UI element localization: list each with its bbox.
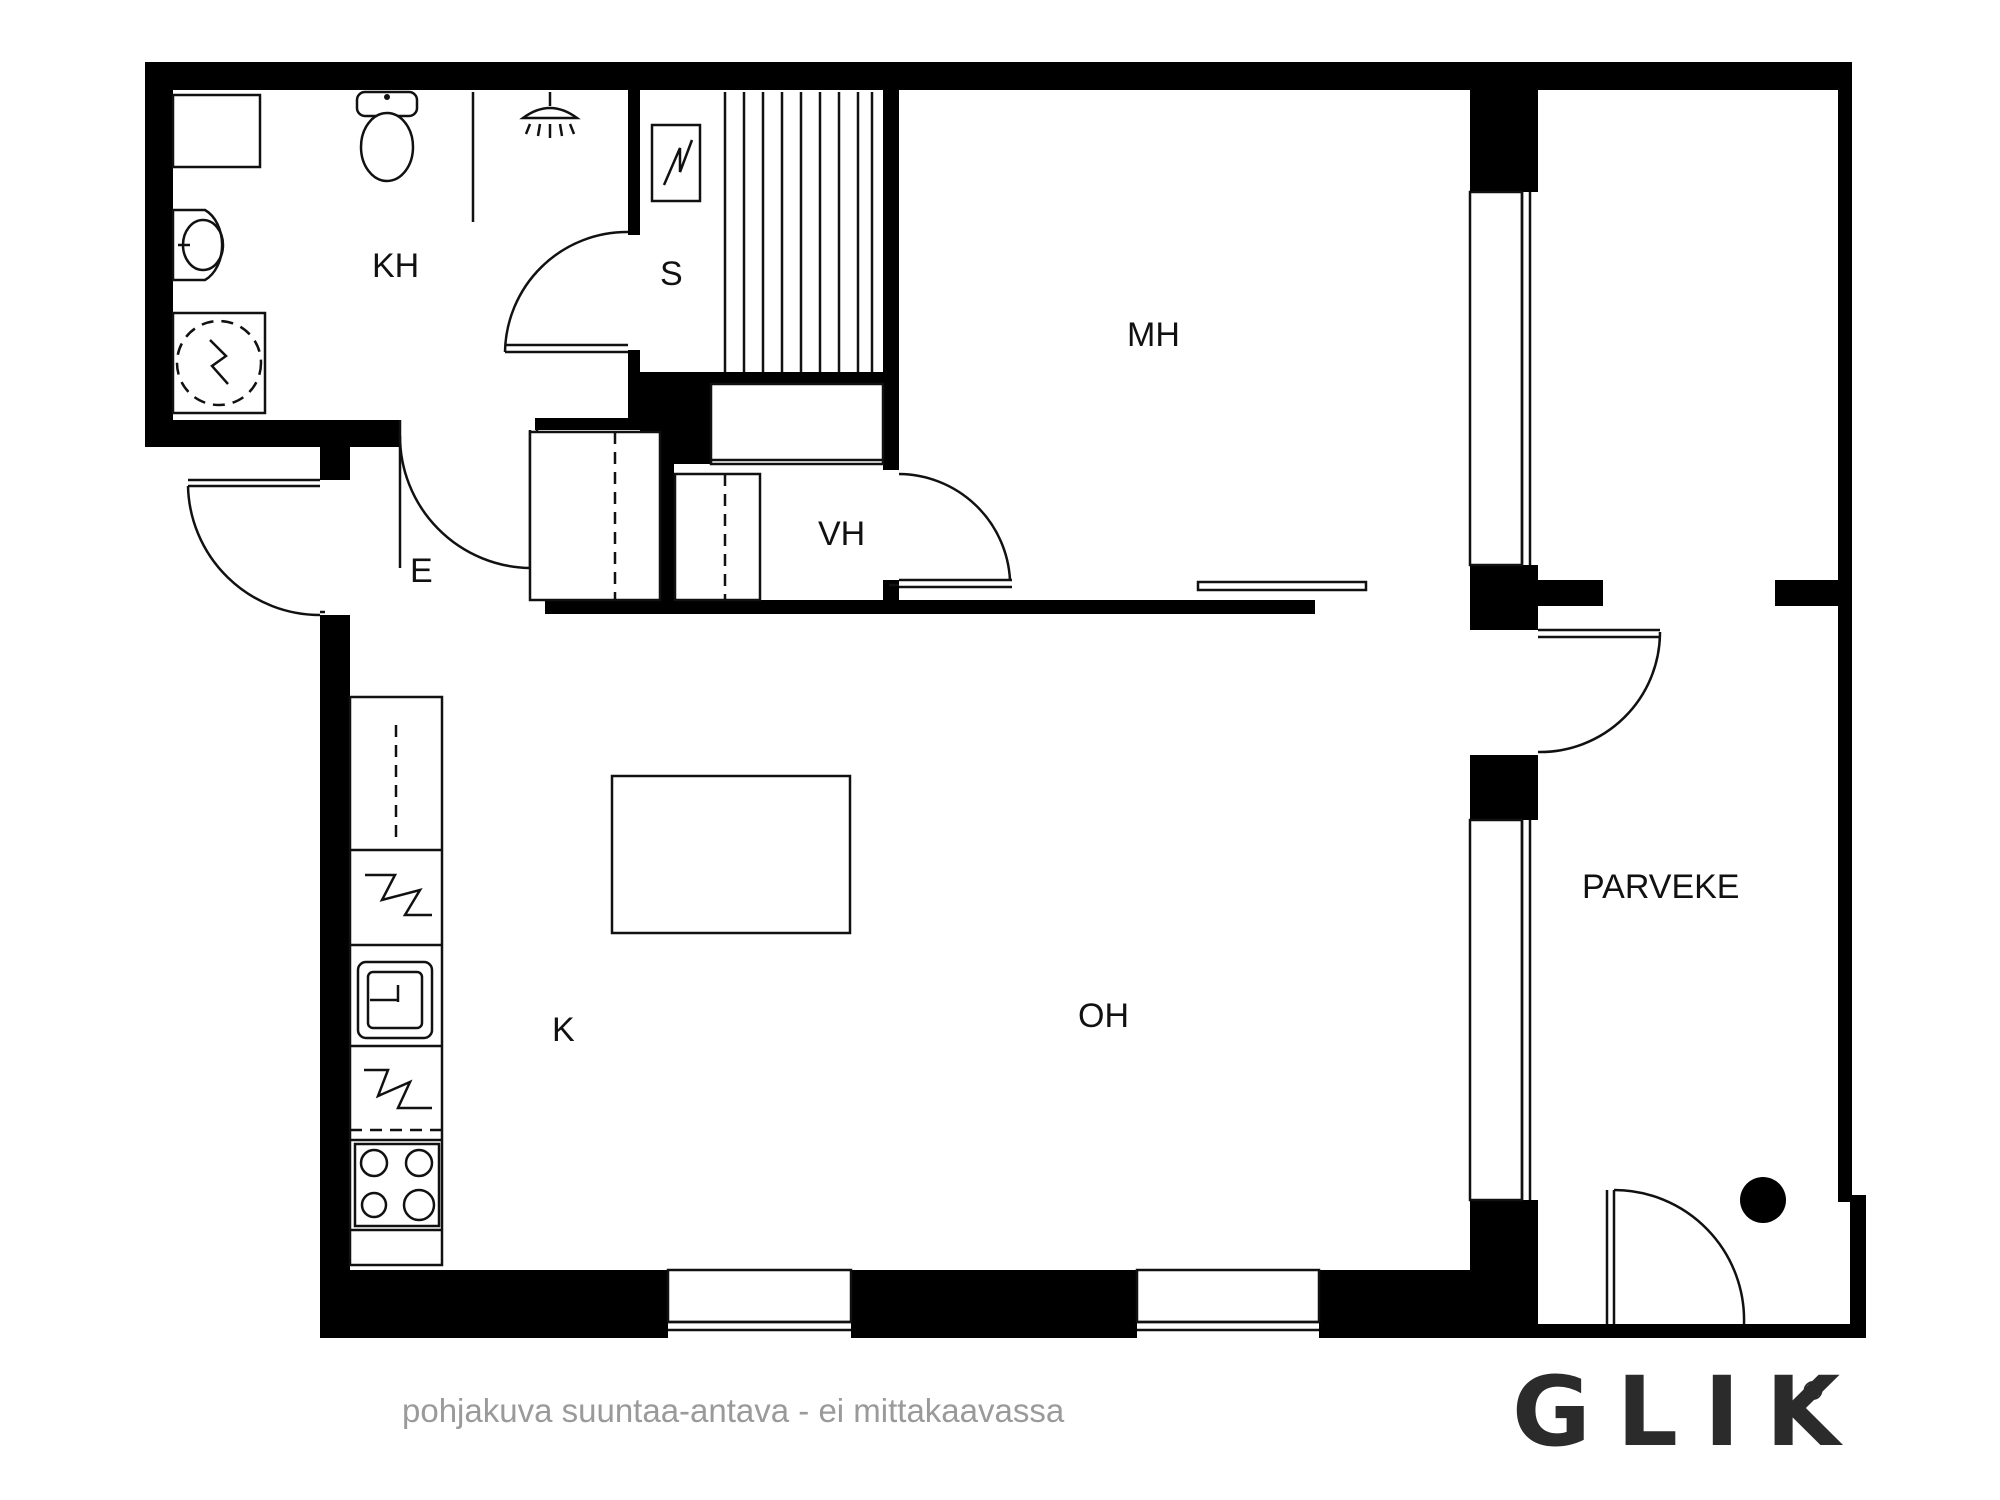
bathroom-fixtures bbox=[171, 90, 581, 415]
disclaimer-text: pohjakuva suuntaa-antava - ei mittakaava… bbox=[402, 1392, 1065, 1429]
closets bbox=[528, 382, 885, 602]
room-label-e: E bbox=[410, 552, 433, 590]
room-labels: KH S MH E VH K OH PARVEKE bbox=[372, 247, 1739, 1049]
shower-icon bbox=[519, 92, 581, 138]
room-label-mh: MH bbox=[1127, 316, 1180, 354]
washing-machine-icon bbox=[171, 311, 267, 415]
dishwasher-icon bbox=[365, 873, 432, 917]
sink-icon bbox=[171, 208, 225, 282]
cabinet bbox=[171, 93, 262, 169]
room-label-s: S bbox=[660, 255, 683, 293]
logo-text: GLIK bbox=[1512, 1356, 1866, 1468]
sauna-fixtures bbox=[650, 92, 874, 372]
walls bbox=[145, 62, 1866, 1338]
kitchen bbox=[348, 695, 852, 1267]
room-label-k: K bbox=[552, 1011, 575, 1049]
room-label-kh: KH bbox=[372, 247, 419, 285]
room-label-vh: VH bbox=[818, 515, 865, 553]
oven-icon bbox=[350, 1068, 442, 1132]
logo-registered-mark: ® bbox=[1800, 1377, 1826, 1407]
drain-icon bbox=[1740, 1177, 1786, 1223]
kitchen-island bbox=[610, 774, 852, 935]
electric-heater-icon bbox=[650, 123, 702, 203]
glik-logo: GLIK ® bbox=[1512, 1356, 1866, 1468]
toilet-icon bbox=[355, 90, 419, 183]
stove-icon bbox=[353, 1142, 441, 1228]
windows bbox=[666, 190, 1538, 1338]
sink-icon bbox=[356, 960, 434, 1040]
room-label-oh: OH bbox=[1078, 997, 1129, 1035]
room-label-parveke: PARVEKE bbox=[1582, 868, 1739, 906]
sauna-benches bbox=[723, 92, 874, 372]
